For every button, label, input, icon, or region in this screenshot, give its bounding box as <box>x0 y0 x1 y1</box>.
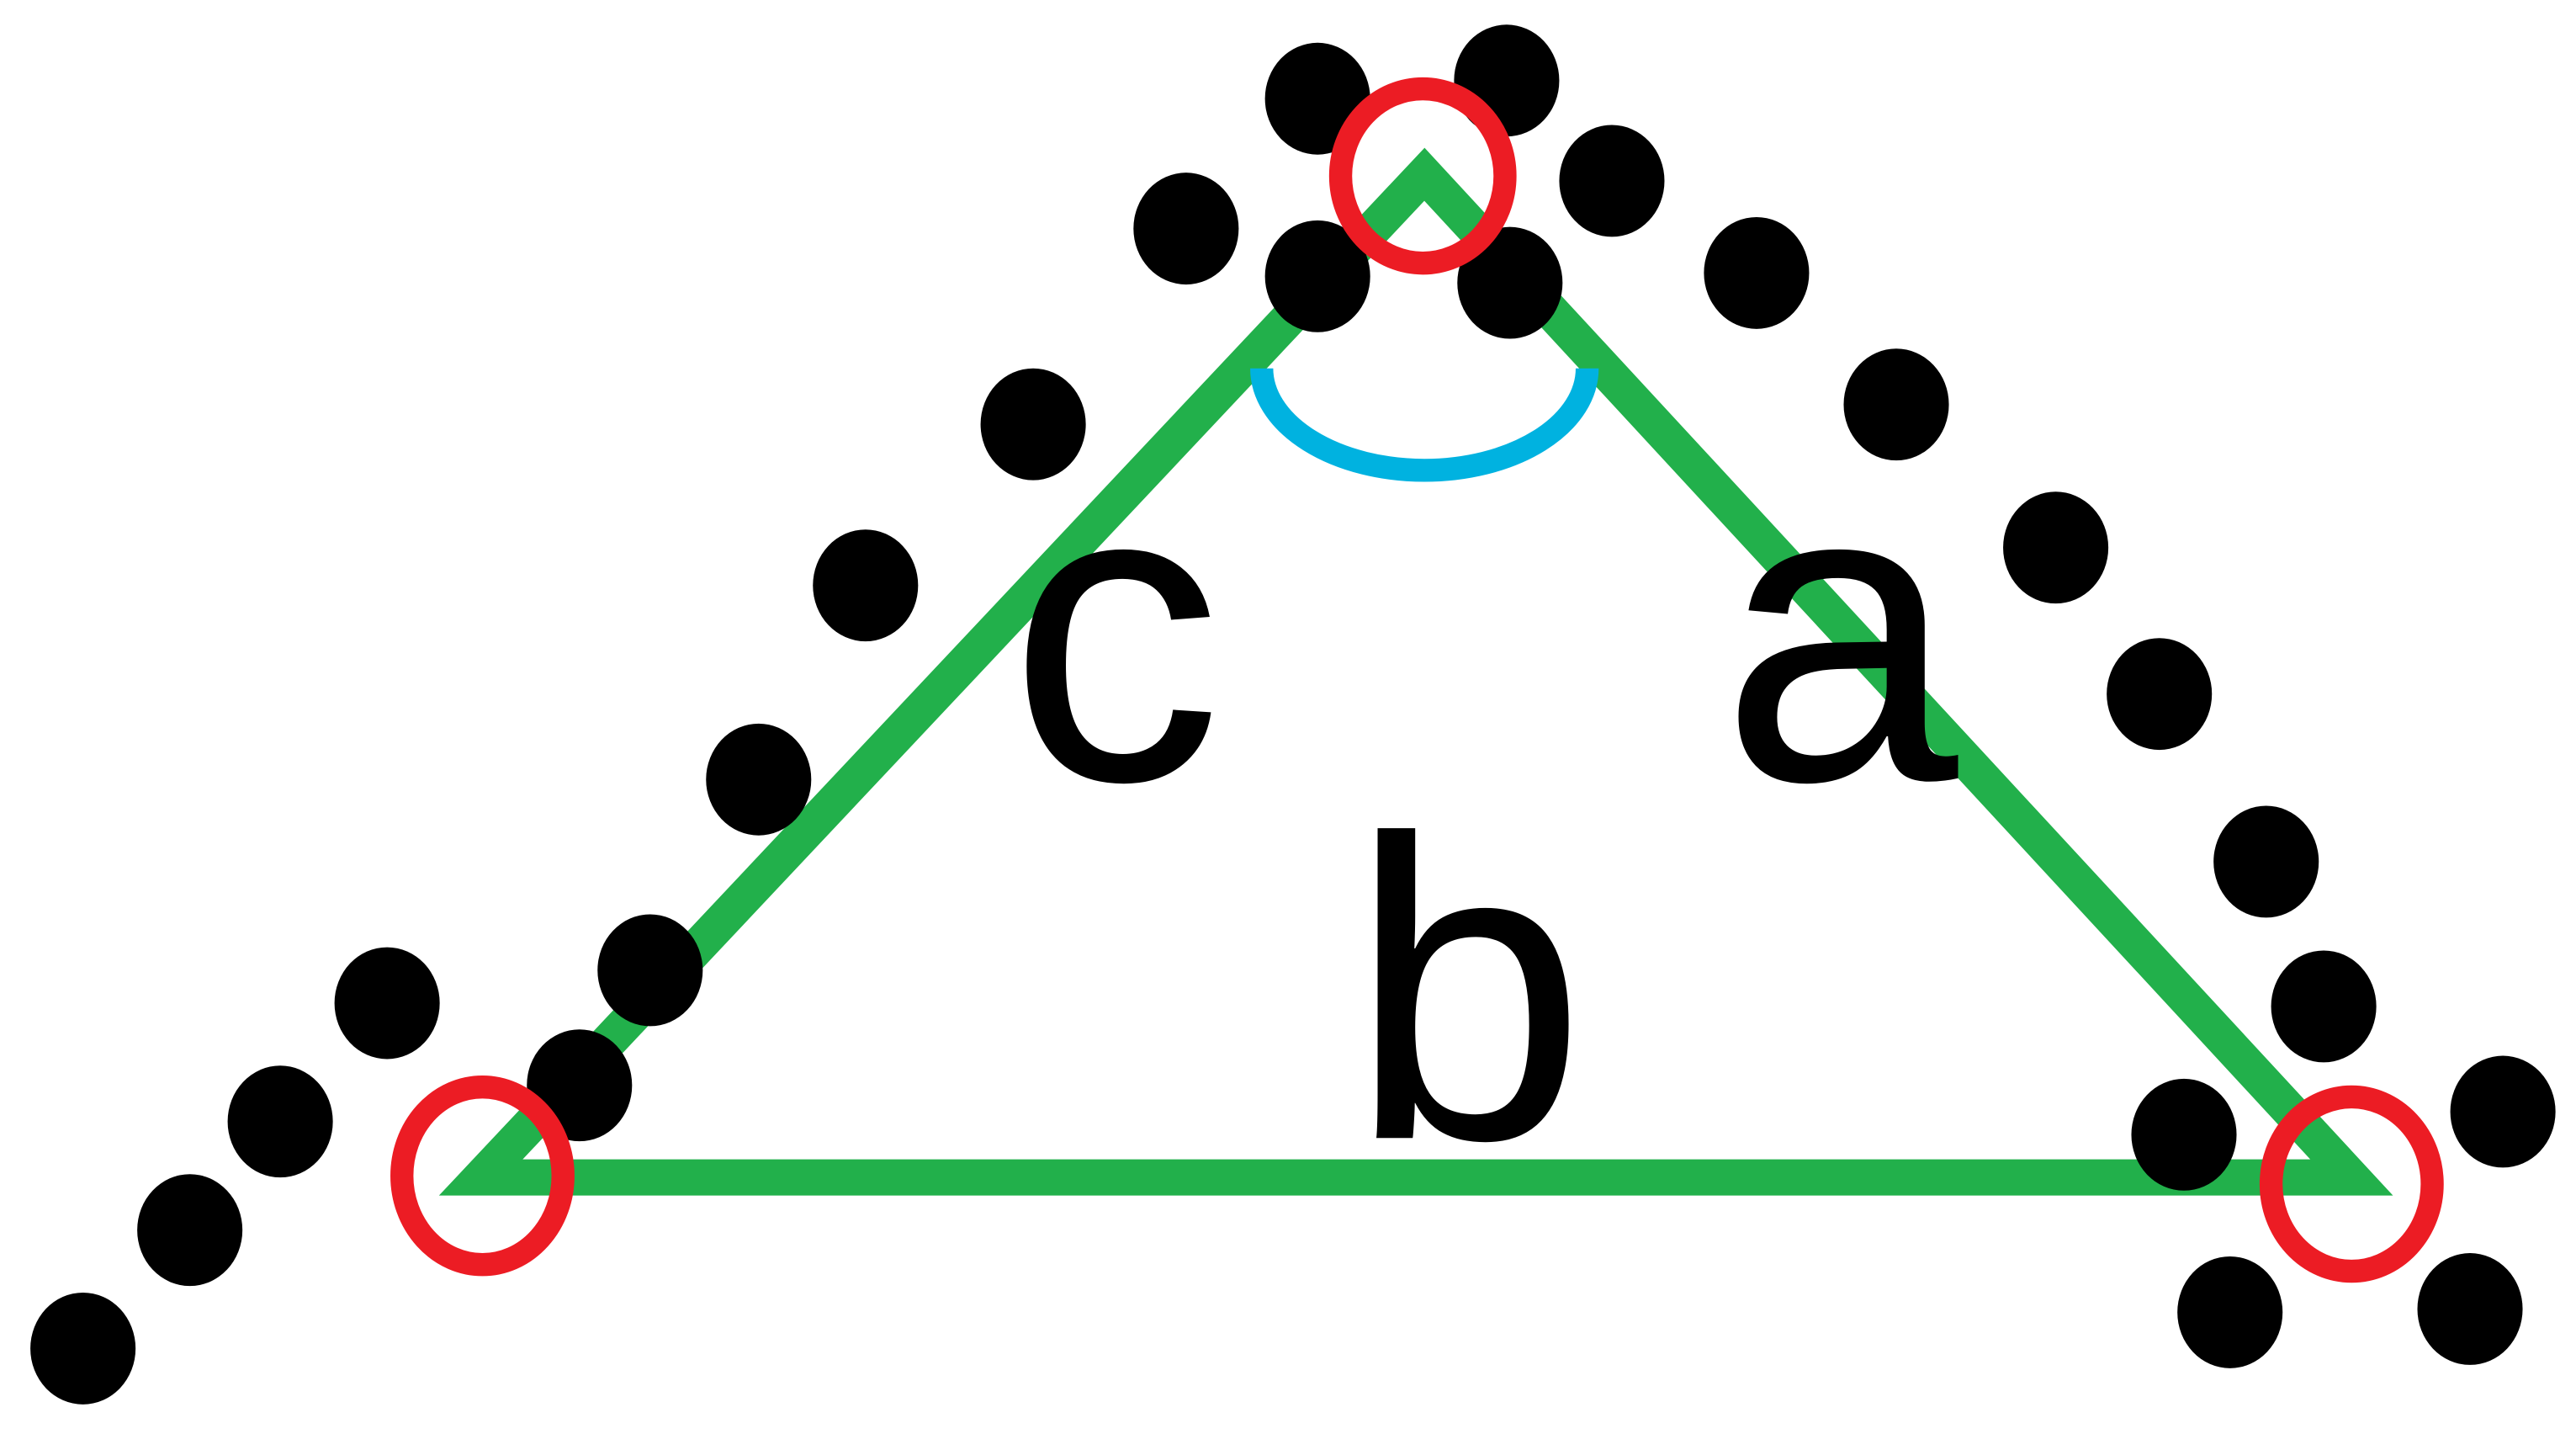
point-dot <box>1559 125 1665 237</box>
point-dot <box>227 1065 333 1178</box>
point-dot <box>2417 1253 2523 1365</box>
point-dot <box>2107 638 2213 751</box>
vertex-circle-top <box>1328 77 1517 275</box>
point-dot <box>706 723 812 836</box>
vertex-circle-right <box>2259 1085 2444 1283</box>
point-dot <box>813 529 919 642</box>
point-dot <box>137 1174 243 1287</box>
point-dot <box>2003 491 2109 604</box>
point-dot <box>2177 1256 2283 1368</box>
point-dot <box>980 368 1086 481</box>
vertex-circles <box>390 77 2444 1283</box>
angle-arc <box>1250 368 1599 482</box>
point-dot <box>1457 226 1563 339</box>
point-dot <box>1133 173 1239 285</box>
point-dot <box>2271 950 2377 1063</box>
point-dot <box>1264 220 1370 332</box>
point-dot <box>2131 1078 2237 1191</box>
side-label-a: a <box>1720 392 1961 870</box>
point-dot <box>1454 24 1560 137</box>
point-dots <box>30 24 2556 1405</box>
triangle <box>438 147 2393 1196</box>
point-dot <box>30 1292 136 1405</box>
point-dot <box>334 947 440 1060</box>
point-dot <box>2450 1055 2556 1168</box>
point-dot <box>1704 216 1810 329</box>
point-dot <box>1843 348 1949 461</box>
point-dot <box>2213 805 2319 918</box>
side-label-b: b <box>1349 751 1587 1229</box>
point-dot <box>597 914 703 1027</box>
vertex-circle-left <box>390 1076 575 1277</box>
